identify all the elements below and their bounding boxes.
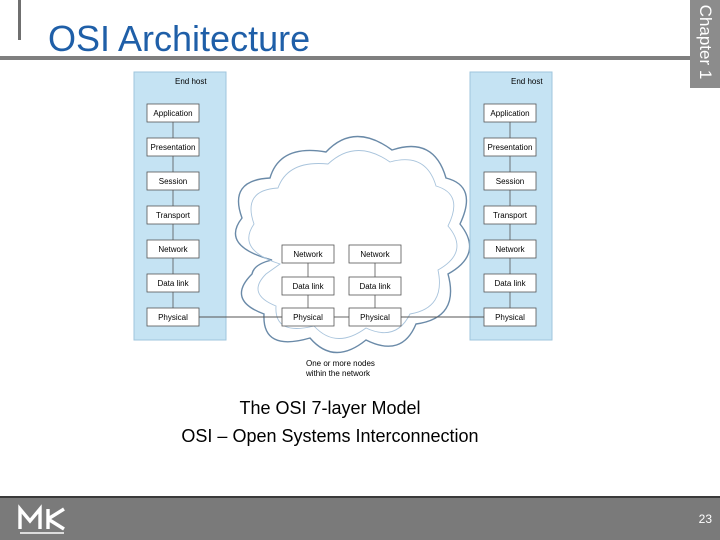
decorative-vertical-bar [18, 0, 21, 40]
left-layer-network: Network [146, 239, 200, 259]
svg-text:Session: Session [496, 177, 524, 186]
right-layer-datalink: Data link [483, 273, 537, 293]
right-layer-session: Session [483, 171, 537, 191]
publisher-logo-icon [18, 504, 65, 534]
left-layer-datalink: Data link [146, 273, 200, 293]
left-layer-application: Application [146, 103, 200, 123]
end-host-left-label: End host [175, 77, 207, 86]
svg-text:Physical: Physical [293, 313, 323, 322]
svg-text:Presentation: Presentation [488, 143, 533, 152]
left-host-stack: Application Presentation Session Transpo… [146, 103, 200, 327]
node2-layer-network: Network [348, 244, 402, 264]
caption-line-2: OSI – Open Systems Interconnection [181, 426, 479, 446]
svg-text:Data link: Data link [157, 279, 189, 288]
svg-text:Session: Session [159, 177, 187, 186]
left-layer-session: Session [146, 171, 200, 191]
page-number: 23 [698, 512, 712, 526]
osi-diagram-svg: End host End host Application Presentati… [133, 71, 553, 378]
chapter-tab [690, 0, 720, 88]
slide-title: OSI Architecture [48, 18, 311, 59]
slide-caption: The OSI 7-layer Model OSI – Open Systems… [130, 394, 530, 450]
cloud-label-line2: within the network [305, 369, 371, 378]
svg-text:Network: Network [158, 245, 188, 254]
svg-text:Physical: Physical [495, 313, 525, 322]
slide-footer [0, 496, 720, 540]
osi-diagram: End host End host Application Presentati… [130, 68, 560, 388]
svg-text:Data link: Data link [359, 282, 391, 291]
svg-text:Network: Network [293, 250, 323, 259]
right-layer-network: Network [483, 239, 537, 259]
title-underline [0, 56, 690, 60]
node1-layer-physical: Physical [281, 307, 335, 327]
svg-text:Application: Application [153, 109, 192, 118]
right-layer-presentation: Presentation [483, 137, 537, 157]
node1-layer-datalink: Data link [281, 276, 335, 296]
node1-layer-network: Network [281, 244, 335, 264]
svg-text:Presentation: Presentation [151, 143, 196, 152]
intermediate-node-1: Network Data link Physical [281, 244, 335, 327]
svg-text:Physical: Physical [158, 313, 188, 322]
left-layer-physical: Physical [146, 307, 200, 327]
caption-line-1: The OSI 7-layer Model [239, 398, 421, 418]
right-layer-transport: Transport [483, 205, 537, 225]
network-cloud [234, 135, 471, 354]
node2-layer-datalink: Data link [348, 276, 402, 296]
right-host-stack: Application Presentation Session Transpo… [483, 103, 537, 327]
chapter-tab-label: Chapter 1 [696, 4, 715, 80]
svg-text:Data link: Data link [292, 282, 324, 291]
right-layer-application: Application [483, 103, 537, 123]
svg-text:Data link: Data link [494, 279, 526, 288]
right-layer-physical: Physical [483, 307, 537, 327]
svg-text:Network: Network [360, 250, 390, 259]
end-host-right-label: End host [511, 77, 543, 86]
footer-divider [0, 496, 720, 498]
svg-text:Physical: Physical [360, 313, 390, 322]
intermediate-node-2: Network Data link Physical [348, 244, 402, 327]
left-layer-transport: Transport [146, 205, 200, 225]
svg-text:Application: Application [490, 109, 529, 118]
svg-text:Network: Network [495, 245, 525, 254]
cloud-label-line1: One or more nodes [306, 359, 375, 368]
left-layer-presentation: Presentation [146, 137, 200, 157]
svg-text:Transport: Transport [156, 211, 191, 220]
svg-text:Transport: Transport [493, 211, 528, 220]
node2-layer-physical: Physical [348, 307, 402, 327]
